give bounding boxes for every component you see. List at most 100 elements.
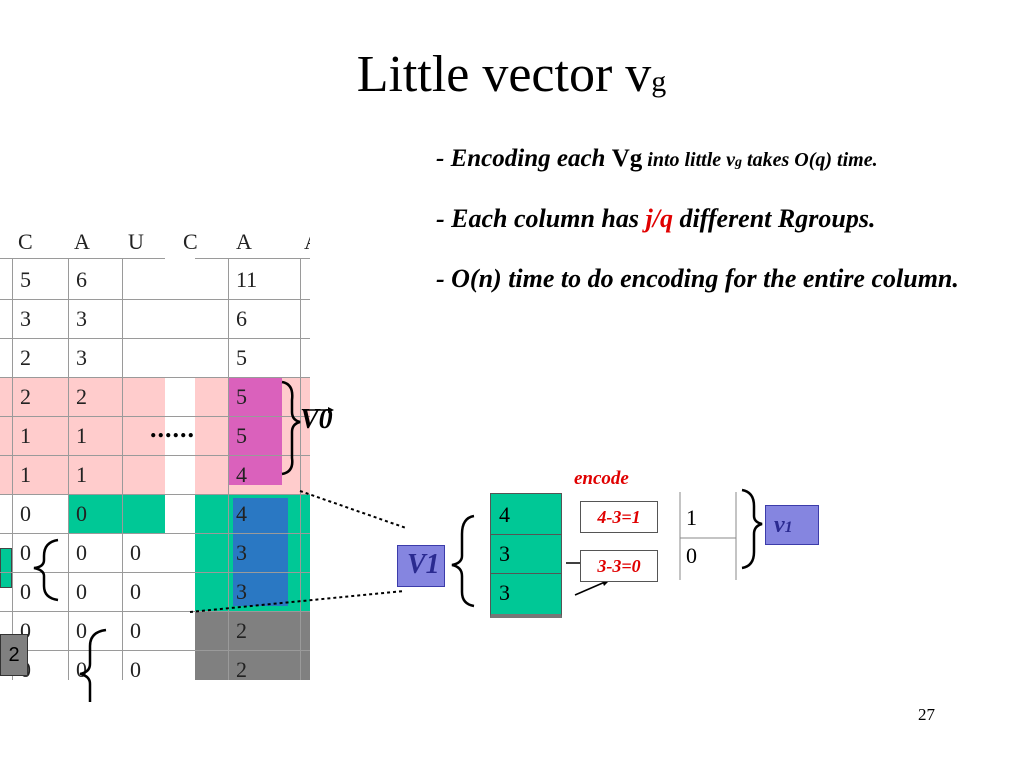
- side-box: 2: [0, 634, 28, 676]
- grid-line: [0, 650, 310, 651]
- header-u: U: [128, 229, 144, 254]
- result-value: 0: [686, 543, 697, 568]
- header-c2: C: [183, 229, 198, 254]
- grid-cell: 4: [236, 462, 247, 487]
- encode-label: encode: [574, 468, 629, 489]
- bullet-1-text-c: into little v: [642, 149, 736, 171]
- grid-cell: 2: [20, 345, 31, 370]
- grid-cell: 3: [236, 579, 247, 604]
- grid-cell: 0: [76, 657, 87, 680]
- grid-cell: 5: [236, 423, 247, 448]
- page-number: 27: [918, 705, 935, 724]
- v1-label: V1: [407, 549, 440, 580]
- bullet-1-text-e: takes O(q) time.: [742, 149, 878, 171]
- blue-highlight: [233, 498, 288, 606]
- bullet-1: - Encoding each Vg into little vg takes …: [436, 140, 976, 181]
- grid-cell: 0: [76, 540, 87, 565]
- dotted-line-bottom: [189, 590, 405, 613]
- grid-cell: 0: [130, 657, 141, 680]
- v0-arrow-head: [328, 407, 334, 413]
- column-separator: [491, 573, 561, 574]
- grid-line: [300, 258, 301, 680]
- v1-brace: [451, 514, 475, 608]
- bullet-2-highlight: j/q: [645, 204, 673, 233]
- grid-line: [0, 377, 310, 378]
- grid-line: [0, 494, 310, 495]
- dotted-line-top: [299, 490, 407, 529]
- grid-cell: 1: [20, 462, 31, 487]
- grid-cell: 0: [20, 501, 31, 526]
- grid-cell: 1: [76, 462, 87, 487]
- grid-line: [0, 455, 310, 456]
- grid-cell: 3: [20, 306, 31, 331]
- arrow-line-2: [574, 581, 606, 596]
- grid-line: [195, 258, 310, 259]
- grid-cell: 2: [236, 618, 247, 643]
- grid-line: [68, 258, 69, 680]
- v1-small-box: v1: [765, 505, 819, 545]
- v1-small-subscript: 1: [784, 519, 793, 536]
- grid-cell: 0: [130, 618, 141, 643]
- title-main: Little vector v: [356, 46, 652, 103]
- column-value: 4: [499, 502, 510, 527]
- v0-label: V0: [300, 404, 333, 435]
- grid-cell: 4: [236, 501, 247, 526]
- slide-title: Little vector vg: [0, 40, 1023, 117]
- grid-line: [0, 572, 310, 573]
- bullet-2-text-b: different Rgroups.: [672, 204, 876, 233]
- grid-line: [122, 258, 123, 680]
- grid-line: [0, 533, 310, 534]
- column-values: 4 3 3: [490, 493, 562, 618]
- grid-line: [0, 258, 165, 259]
- grid-cell: 2: [236, 657, 247, 680]
- pink-rows-left: [0, 377, 165, 494]
- grid-cell: 3: [76, 345, 87, 370]
- column-gap: [165, 222, 195, 680]
- grid-line: [12, 258, 13, 680]
- grid-cell: 0: [76, 501, 87, 526]
- grid-cell: 11: [236, 267, 258, 292]
- bullet-list: - Encoding each Vg into little vg takes …: [436, 140, 976, 299]
- bullet-1-text-d: g: [735, 155, 743, 170]
- bullet-3: - O(n) time to do encoding for the entir…: [436, 264, 959, 293]
- encode-calc-2: 3-3=0: [580, 550, 658, 582]
- teal-marker: [0, 548, 12, 588]
- grid-cell: 3: [76, 306, 87, 331]
- grid-cell: 0: [20, 618, 31, 643]
- grid-line: [0, 299, 310, 300]
- left-brace: [33, 538, 59, 602]
- spreadsheet-grid: C A U C A A 5 6 11 3 3 6 2 3 5 2 2 5 1 1…: [0, 222, 310, 680]
- bullet-2: - Each column has j/q different Rgroups.: [436, 199, 976, 239]
- grid-cell: 0: [20, 579, 31, 604]
- header-a3: A: [304, 222, 310, 261]
- grid-cell: 0: [130, 540, 141, 565]
- gray-rows-right: [195, 611, 310, 680]
- grid-line: [228, 258, 229, 680]
- grid-cell: 2: [20, 384, 31, 409]
- bullet-2-text-a: - Each column has: [436, 204, 646, 233]
- grid-line: [0, 416, 310, 417]
- v1-small-letter: v: [774, 512, 785, 538]
- header-c: C: [18, 229, 33, 254]
- grid-line: [0, 338, 310, 339]
- column-value: 3: [499, 541, 510, 566]
- grid-cell: 6: [76, 267, 87, 292]
- grid-cell: 0: [76, 618, 87, 643]
- encode-calc-1: 4-3=1: [580, 501, 658, 533]
- grid-cell: 5: [236, 384, 247, 409]
- header-a: A: [74, 229, 90, 254]
- title-subscript: g: [651, 65, 667, 98]
- grid-cell: 0: [20, 540, 31, 565]
- grid-cell: 0: [76, 579, 87, 604]
- grid-line: [0, 611, 310, 612]
- result-brace: [741, 488, 763, 570]
- v1-small-label: v1: [774, 512, 793, 539]
- bullet-1-text-a: - Encoding each: [436, 145, 612, 172]
- grid-cell: 5: [20, 267, 31, 292]
- header-a2: A: [236, 229, 252, 254]
- v1-box: V1: [397, 545, 445, 587]
- result-value: 1: [686, 505, 697, 530]
- grid-cell: 1: [76, 423, 87, 448]
- teal-cells-left: [68, 494, 165, 533]
